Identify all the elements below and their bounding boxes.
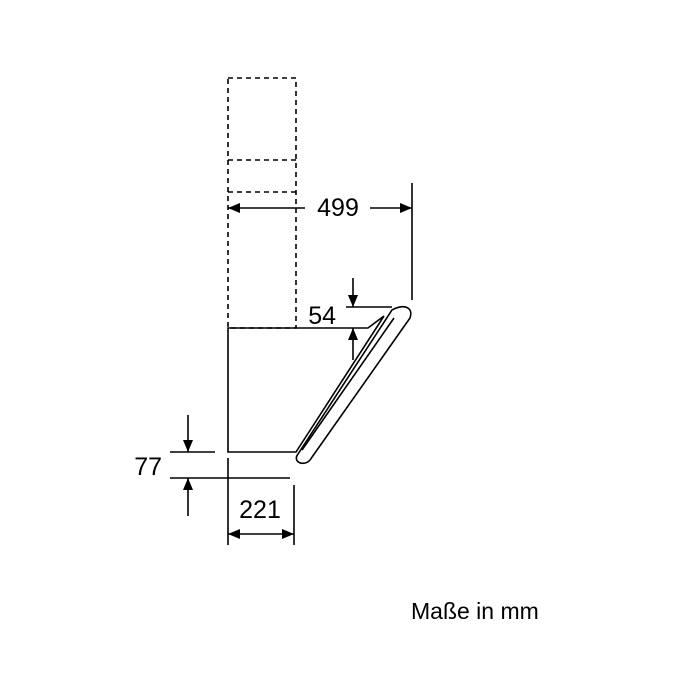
depth-dimension: 221 — [227, 458, 295, 545]
depth-value: 221 — [239, 496, 281, 524]
bottom-offset-dimension: 77 — [134, 415, 290, 516]
depth-right-arrowhead — [282, 529, 294, 539]
top-offset-dimension: 54 — [308, 278, 392, 360]
bottom-offset-value: 77 — [134, 453, 162, 481]
width-right-arrowhead — [400, 203, 412, 213]
top-offset-value: 54 — [308, 302, 336, 330]
width-value: 499 — [317, 194, 359, 222]
glass-front-panel-inner-edge — [301, 317, 395, 451]
width-left-arrowhead — [228, 203, 240, 213]
top-offset-up-arrowhead — [348, 328, 358, 340]
chimney-duct-outline — [227, 77, 297, 329]
depth-left-arrowhead — [228, 529, 240, 539]
glass-front-panel-outline — [295, 305, 412, 465]
hood-body — [227, 305, 412, 465]
bottom-offset-up-arrowhead — [183, 478, 193, 490]
top-offset-down-arrowhead — [348, 295, 358, 307]
hood-housing-outline — [227, 315, 385, 453]
chimney-outline — [227, 77, 297, 329]
units-caption: Maße in mm — [411, 598, 539, 624]
width-dimension: 499 — [228, 183, 413, 300]
bottom-offset-down-arrowhead — [183, 440, 193, 452]
